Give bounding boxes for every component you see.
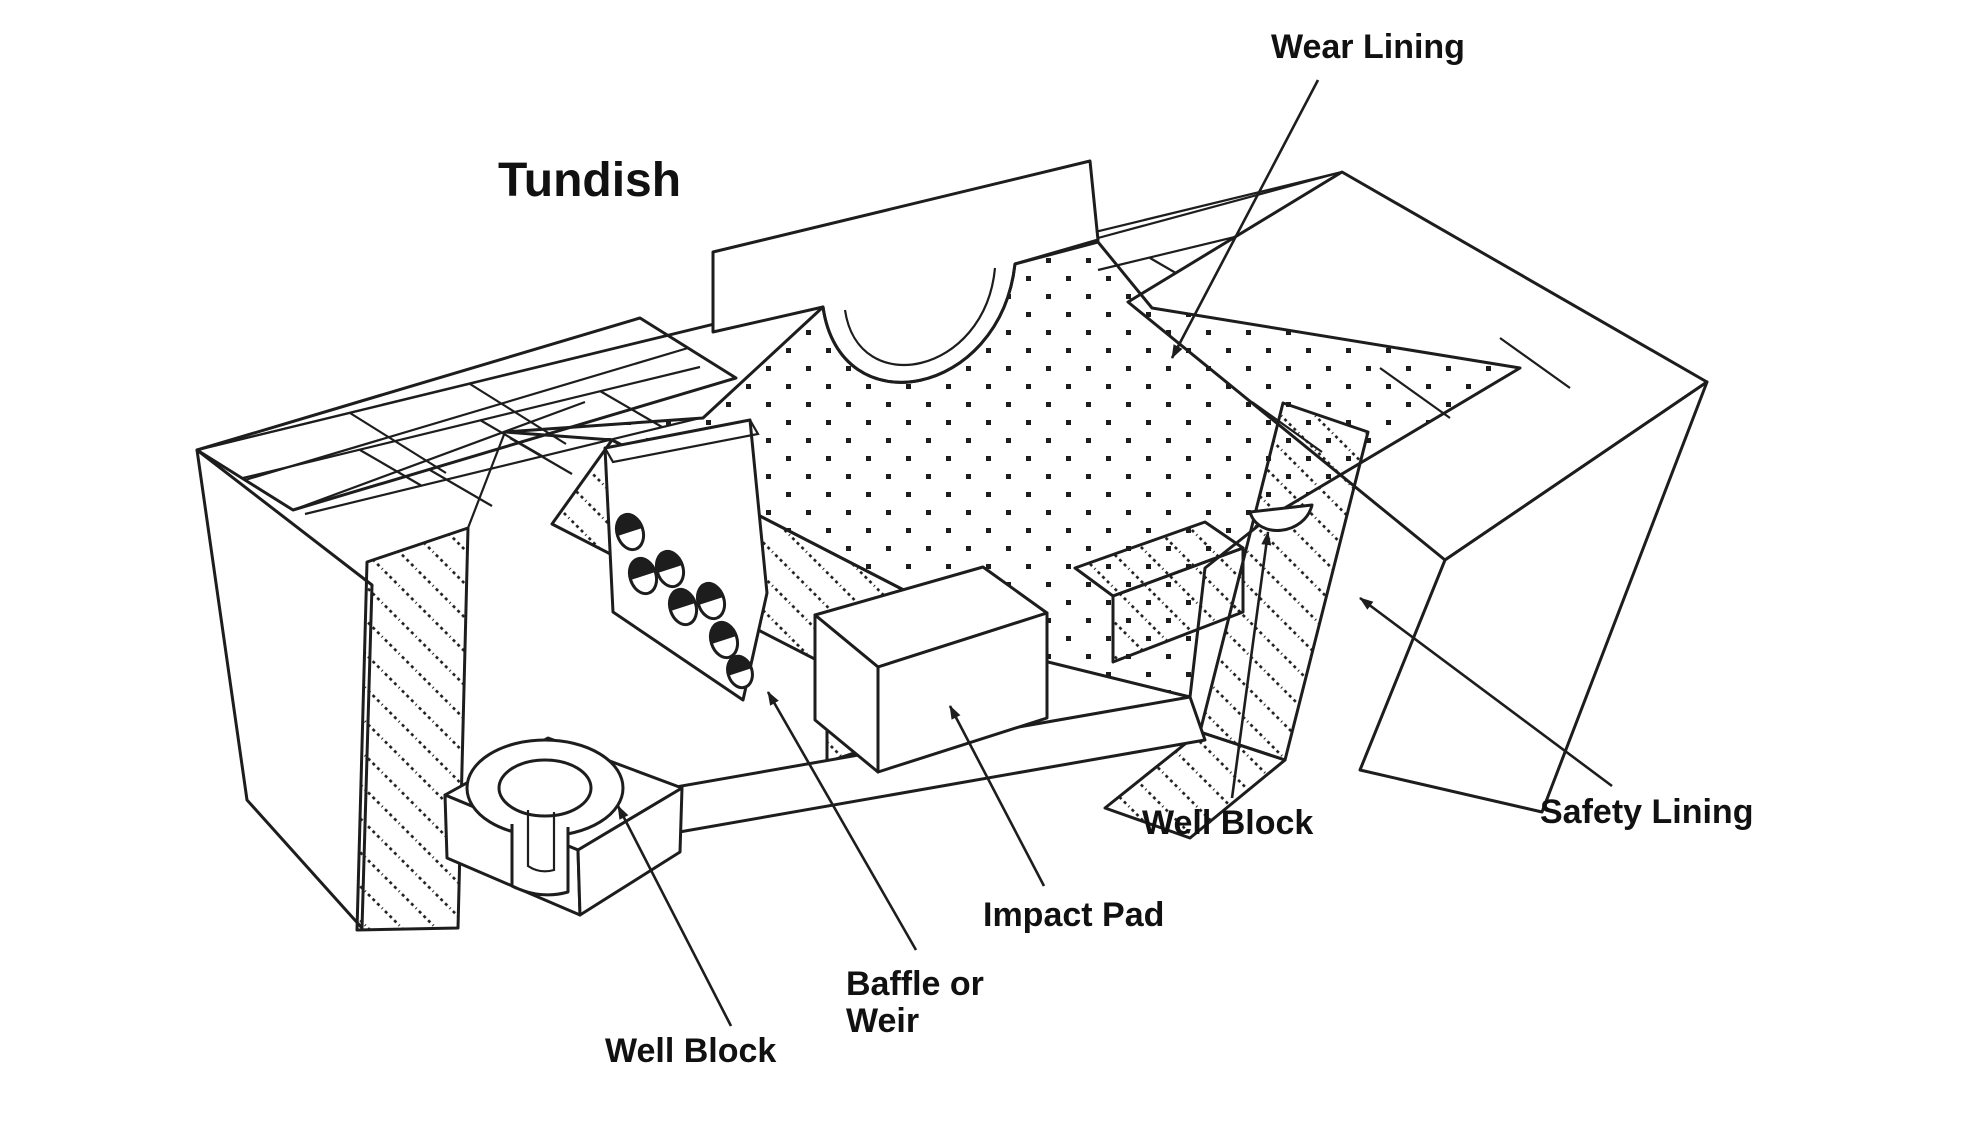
baffle-hole bbox=[708, 620, 740, 660]
well-block-left-leader-arrow bbox=[616, 805, 733, 1027]
baffle-hole bbox=[695, 581, 727, 621]
well-block-left-label: Well Block bbox=[605, 1032, 776, 1070]
baffle-label-line2: Weir bbox=[846, 1002, 919, 1040]
well-block-right-label: Well Block bbox=[1142, 804, 1313, 842]
baffle-hole bbox=[726, 654, 754, 690]
wear-lining-leader-arrow bbox=[1170, 79, 1320, 359]
safety-lining-label: Safety Lining bbox=[1540, 793, 1753, 831]
leader-arrows bbox=[616, 79, 1613, 1027]
safety-lining-leader-arrow bbox=[1359, 596, 1613, 788]
safety-lining-cut-right-lower bbox=[1103, 730, 1287, 840]
baffle-leader-arrow bbox=[766, 691, 918, 951]
baffle-hole bbox=[667, 587, 699, 627]
baffle-label-line1: Baffle or bbox=[846, 965, 984, 1003]
well-block-right-leader-arrow bbox=[1230, 531, 1272, 799]
baffle-hole bbox=[627, 556, 659, 596]
baffle-holes bbox=[614, 512, 754, 690]
well-block-left bbox=[443, 736, 684, 917]
impact-pad-block bbox=[813, 565, 1049, 774]
baffle-plate bbox=[603, 418, 769, 702]
safety-lining-cut-left-end bbox=[355, 526, 470, 932]
right-end-outer-wall bbox=[1358, 380, 1709, 814]
baffle-hole bbox=[614, 512, 646, 552]
left-end-outer-wall bbox=[195, 448, 374, 930]
baffle-hole bbox=[654, 549, 686, 589]
diagram-title: Tundish bbox=[498, 154, 681, 207]
tundish-body bbox=[195, 159, 1709, 930]
wear-lining-label: Wear Lining bbox=[1271, 28, 1465, 66]
wear-lining-surface bbox=[503, 240, 1522, 699]
impact-pad-leader-arrow bbox=[948, 705, 1046, 887]
well-block-recess-right bbox=[1248, 503, 1314, 532]
impact-pad-label: Impact Pad bbox=[983, 896, 1164, 934]
